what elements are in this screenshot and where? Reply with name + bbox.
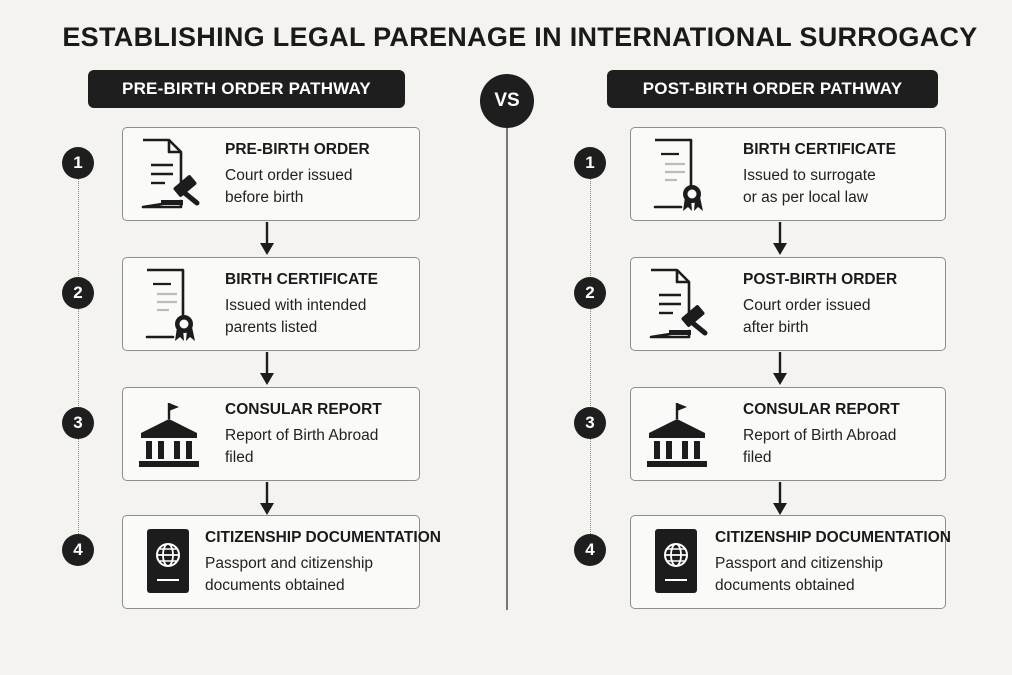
step-description-line: Passport and citizenship — [715, 555, 884, 572]
step-card-birth-certificate: BIRTH CERTIFICATE Issued with intended p… — [122, 257, 420, 351]
step-description-line: Court order issued — [743, 297, 871, 314]
step-card-consular-report: CONSULAR REPORT Report of Birth Abroad f… — [122, 387, 420, 481]
step-heading: CONSULAR REPORT — [743, 401, 900, 418]
arrow-down-icon — [260, 482, 274, 515]
certificate-icon — [653, 138, 703, 211]
step-heading: CONSULAR REPORT — [225, 401, 382, 418]
passport-icon — [147, 529, 189, 593]
step-number: 1 — [574, 147, 606, 179]
vs-badge: VS — [480, 74, 534, 128]
step-description-line: Passport and citizenship — [205, 555, 374, 572]
step-card-post-birth-order: POST-BIRTH ORDER Court order issued afte… — [630, 257, 946, 351]
arrow-down-icon — [260, 352, 274, 385]
step-description-line: filed — [743, 449, 772, 466]
left-step-connector — [78, 160, 79, 550]
step-card-citizenship-documentation: CITIZENSHIP DOCUMENTATION Passport and c… — [630, 515, 951, 609]
consulate-building-icon — [139, 403, 199, 467]
step-card-birth-certificate: BIRTH CERTIFICATE Issued to surrogate or… — [630, 127, 946, 221]
center-divider — [506, 128, 508, 610]
step-heading: CITIZENSHIP DOCUMENTATION — [715, 529, 951, 546]
step-description-line: Report of Birth Abroad — [743, 427, 897, 444]
consulate-building-icon — [647, 403, 707, 467]
step-card-citizenship-documentation: CITIZENSHIP DOCUMENTATION Passport and c… — [122, 515, 441, 609]
arrow-down-icon — [773, 222, 787, 255]
certificate-icon — [145, 268, 195, 341]
step-description-line: Report of Birth Abroad — [225, 427, 379, 444]
step-description-line: parents listed — [225, 319, 318, 336]
gavel-document-icon — [649, 268, 708, 339]
step-number: 4 — [574, 534, 606, 566]
step-description-line: or as per local law — [743, 189, 868, 206]
step-number: 2 — [574, 277, 606, 309]
step-heading: CITIZENSHIP DOCUMENTATION — [205, 529, 441, 546]
left-pathway-header: PRE-BIRTH ORDER PATHWAY — [88, 70, 405, 108]
step-card-consular-report: CONSULAR REPORT Report of Birth Abroad f… — [630, 387, 946, 481]
step-description-line: Issued to surrogate — [743, 167, 876, 184]
right-pathway-header: POST-BIRTH ORDER PATHWAY — [607, 70, 938, 108]
arrow-down-icon — [773, 482, 787, 515]
step-number: 3 — [574, 407, 606, 439]
step-description-line: Issued with intended — [225, 297, 367, 314]
step-description-line: before birth — [225, 189, 304, 206]
arrow-down-icon — [260, 222, 274, 255]
step-heading: BIRTH CERTIFICATE — [225, 271, 378, 288]
step-heading: BIRTH CERTIFICATE — [743, 141, 896, 158]
page-title: ESTABLISHING LEGAL PARENAGE IN INTERNATI… — [62, 22, 978, 52]
step-description-line: Court order issued — [225, 167, 353, 184]
passport-icon — [655, 529, 697, 593]
step-number: 3 — [62, 407, 94, 439]
step-heading: POST-BIRTH ORDER — [743, 271, 898, 288]
step-card-pre-birth-order: PRE-BIRTH ORDER Court order issued befor… — [122, 127, 420, 221]
step-description-line: filed — [225, 449, 254, 466]
step-number: 4 — [62, 534, 94, 566]
right-step-connector — [590, 160, 591, 550]
arrow-down-icon — [773, 352, 787, 385]
step-description-line: after birth — [743, 319, 809, 336]
step-number: 1 — [62, 147, 94, 179]
step-heading: PRE-BIRTH ORDER — [225, 141, 370, 158]
step-description-line: documents obtained — [205, 577, 345, 594]
step-description-line: documents obtained — [715, 577, 855, 594]
gavel-document-icon — [141, 138, 200, 209]
step-number: 2 — [62, 277, 94, 309]
